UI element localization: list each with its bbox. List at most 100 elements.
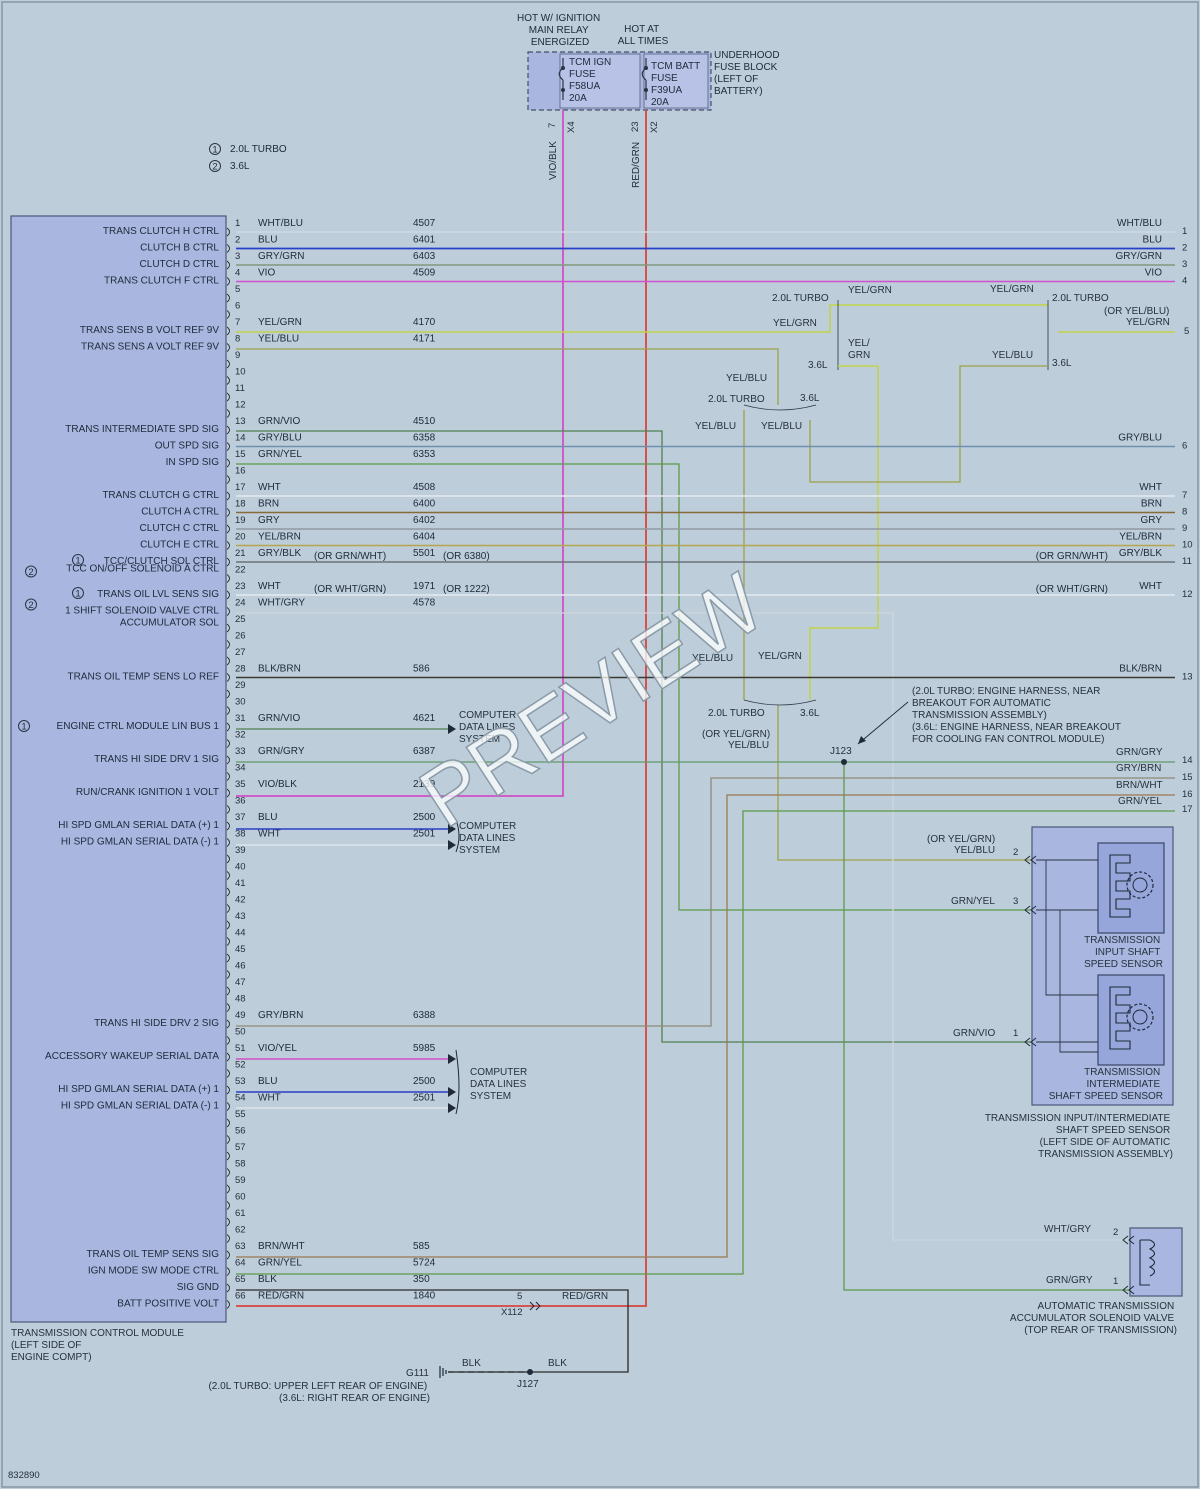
pin-3-end-color: GRY/GRN [1116,251,1163,262]
label-v6-b: 3.6L [1052,358,1072,369]
sensor-wire-yel-blu: YEL/BLU [954,845,995,856]
pin-62-number: 62 [235,1225,246,1236]
wire-pin15-grn-yel [236,463,1032,911]
sensor-wire-or-yel-grn: (OR YEL/GRN) [927,834,995,845]
pin-8-wire-color: YEL/BLU [258,334,299,345]
pin-42-number: 42 [235,895,246,906]
pin-2-wire-color: BLU [258,235,277,246]
intermediate-sensor-coil-icon [1109,986,1131,1050]
pin-2-connector-arc [226,244,230,253]
pin-5-connector-arc [226,293,230,303]
label-yel-blu-b: YEL/BLU [726,373,767,384]
pin-28-connector-arc [226,673,230,682]
splice-bracket-lower [743,699,817,706]
pin-44-connector-arc [226,937,230,946]
ground-wire-blk-b: BLK [548,1358,567,1369]
pin-18-circuit: 6400 [413,499,436,510]
pin-23-end-color: WHT [1139,581,1162,592]
pin-57-number: 57 [235,1142,246,1153]
j123-leader-arrow [858,736,866,744]
label-yel-grn-d: YEL/GRN [758,651,802,662]
arrow-pin37 [448,824,456,834]
pin-47-number: 47 [235,977,246,988]
pin-51-connector-arc [226,1052,230,1062]
pin-19-number: 19 [235,515,246,526]
wire-vio-blk-ignition-feed [236,110,564,797]
feed1-connector: X4 [566,121,577,133]
pin-26-connector-arc [226,640,230,649]
pin-6-connector-arc [226,310,230,319]
pin-10-number: 10 [235,367,246,378]
end-number-14: 14 [1182,755,1193,766]
legend-circle-1 [209,143,221,155]
pin-63-function: TRANS OIL TEMP SENS SIG [86,1249,219,1260]
pin-7-circuit: 4170 [413,317,436,328]
label-or-yel-grn-a: (OR YEL/GRN) [702,729,770,740]
pin-19-connector-arc [226,524,230,534]
pin-31-function: ENGINE CTRL MODULE LIN BUS 1 [57,721,220,732]
pin-1-function: TRANS CLUTCH H CTRL [103,226,220,237]
sensor-pin-1: 1 [1013,1028,1018,1039]
j123-location-note: (2.0L TURBO: ENGINE HARNESS, NEAR BREAKO… [912,686,1124,745]
label-yel-grn-b: YEL/GRN [990,284,1034,295]
pin-24-function-2: ACCUMULATOR SOL [120,618,220,629]
computer-data-lines-1: COMPUTER DATA LINES SYSTEM [459,710,519,745]
pin-2-circuit: 6401 [413,235,436,246]
pin-17-end-number: 7 [1182,490,1187,501]
pin-12-connector-arc [226,409,230,418]
input-sensor-coil-icon [1109,854,1131,918]
pin-32-number: 32 [235,730,246,741]
pin-33-function: TRANS HI SIDE DRV 1 SIG [94,754,219,765]
splice-j123 [841,759,847,765]
pin-21-number: 21 [235,548,246,559]
label-turbo-c: 2.0L TURBO [708,394,765,405]
ground-wire-blk-a: BLK [462,1358,481,1369]
pin-43-connector-arc [226,920,230,930]
straight-wire-layer [236,231,1175,679]
pin-15-circuit: 6353 [413,449,436,460]
pin-2-function: CLUTCH B CTRL [140,243,219,254]
wire-yel-blu-to-sensor [777,705,1032,861]
label-yel-blu-c: YEL/BLU [695,421,736,432]
pin-16-number: 16 [235,466,246,477]
pin-38-connector-arc [226,838,230,847]
j123-leader-line [857,701,909,745]
pin-17-function: TRANS CLUTCH G CTRL [102,490,219,501]
end-color-16: BRN/WHT [1116,780,1163,791]
pin-12-number: 12 [235,400,246,411]
pin-15-function: IN SPD SIG [166,457,220,468]
pin-56-number: 56 [235,1126,246,1137]
variant-marker-num: 1 [75,556,80,567]
pin-24-wire-color: WHT/GRY [258,598,305,609]
pin-9-connector-arc [226,359,230,369]
pin-8-number: 8 [235,334,240,345]
computer-data-lines-3: COMPUTER DATA LINES SYSTEM [470,1067,530,1102]
pin-30-number: 30 [235,697,246,708]
pin-55-number: 55 [235,1109,246,1120]
pin-51-wire-color: VIO/YEL [258,1043,297,1054]
variant-marker-circle [18,720,30,732]
pin-54-circuit: 2501 [413,1093,436,1104]
shared-return-lead [1059,910,1098,1053]
fuse-f58ua-node-top [561,66,565,70]
pin-62-connector-arc [226,1234,230,1243]
pin-11-connector-arc [226,392,230,402]
arrow-pin53 [448,1087,456,1097]
pin-63-connector-arc [226,1250,230,1260]
pin-1-end-color: WHT/BLU [1117,218,1162,229]
pin-13-function: TRANS INTERMEDIATE SPD SIG [65,424,219,435]
wire-pin24-wht-gry [236,612,1130,1241]
pin-53-function: HI SPD GMLAN SERIAL DATA (+) 1 [58,1084,219,1095]
pin-23-alt-color: (OR WHT/GRN) [314,584,386,595]
pin-35-wire-color: VIO/BLK [258,779,297,790]
x112-wire-red-grn: RED/GRN [562,1291,608,1302]
pin-41-connector-arc [226,887,230,897]
pin-23-connector-arc [226,590,230,600]
pin-8-function: TRANS SENS A VOLT REF 9V [81,342,219,353]
feed1-pin: 7 [547,123,558,128]
end-number-15: 15 [1182,772,1193,783]
j123-label: J123 [830,746,852,757]
pin-14-end-number: 6 [1182,441,1187,452]
solenoid-wire-grn-gry: GRN/GRY [1046,1275,1093,1286]
